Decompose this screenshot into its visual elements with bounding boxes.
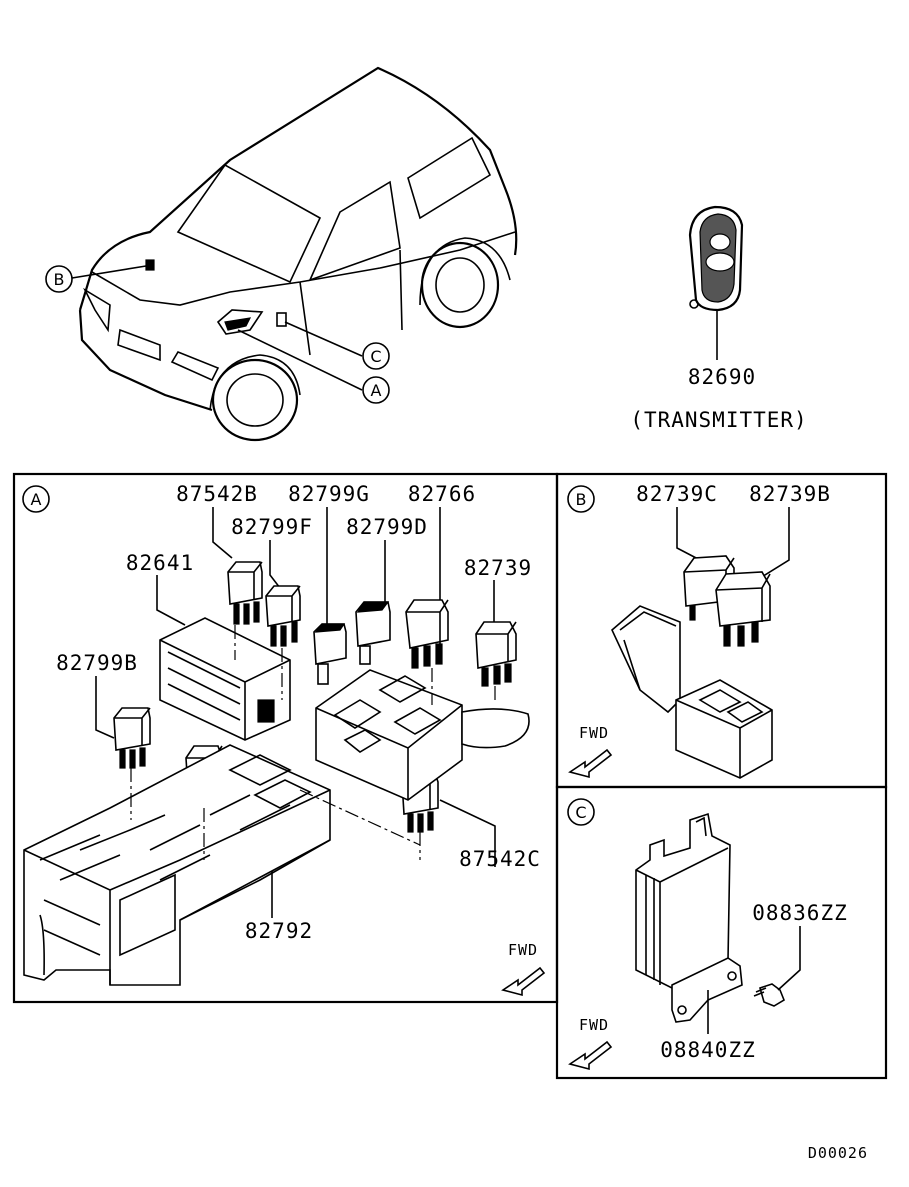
section-a-letter: A — [31, 490, 42, 509]
section-c-letter: C — [575, 803, 586, 822]
section-a-relays — [23, 507, 530, 986]
callout-c-circle — [362, 342, 390, 370]
section-b-relays — [611, 507, 790, 779]
part-label-08836ZZ: 08836ZZ — [752, 901, 848, 925]
fwd-arrow-b: FWD — [568, 724, 613, 779]
part-label-82739B: 82739B — [749, 482, 831, 506]
callout-a-circle — [362, 376, 390, 404]
part-label-82799D: 82799D — [346, 515, 428, 539]
fwd-arrow-c: FWD — [568, 1016, 613, 1071]
fwd-arrow-a: FWD — [501, 941, 546, 997]
section-c-circle — [567, 798, 595, 826]
part-label-08840ZZ: 08840ZZ — [660, 1038, 756, 1062]
section-c-frame — [555, 785, 888, 1080]
fwd-label-a: FWD — [508, 941, 538, 959]
transmitter-caption: (TRANSMITTER) — [630, 408, 807, 432]
callout-b-circle — [45, 265, 73, 293]
part-label-82690: 82690 — [688, 365, 756, 389]
part-label-87542B: 87542B — [176, 482, 258, 506]
part-label-87542C: 87542C — [459, 847, 541, 871]
part-label-82792: 82792 — [245, 919, 313, 943]
part-label-82799B: 82799B — [56, 651, 138, 675]
callout-a-letter: A — [371, 381, 382, 400]
transmitter-illustration — [688, 205, 744, 360]
part-label-82799F: 82799F — [231, 515, 313, 539]
fwd-label-c: FWD — [579, 1016, 609, 1034]
drawing-code: D00026 — [808, 1144, 868, 1162]
callout-b-letter: B — [54, 270, 65, 289]
part-label-82739C: 82739C — [636, 482, 718, 506]
section-b-letter: B — [576, 490, 587, 509]
fwd-label-b: FWD — [579, 724, 609, 742]
vehicle-illustration: B C A — [45, 66, 518, 442]
section-a-circle — [22, 485, 50, 513]
part-label-82799G: 82799G — [288, 482, 370, 506]
part-label-82739: 82739 — [464, 556, 532, 580]
part-label-82641: 82641 — [126, 551, 194, 575]
section-b-circle — [567, 485, 595, 513]
section-c-module — [635, 812, 801, 1034]
callout-c-letter: C — [370, 347, 381, 366]
part-label-82766: 82766 — [408, 482, 476, 506]
